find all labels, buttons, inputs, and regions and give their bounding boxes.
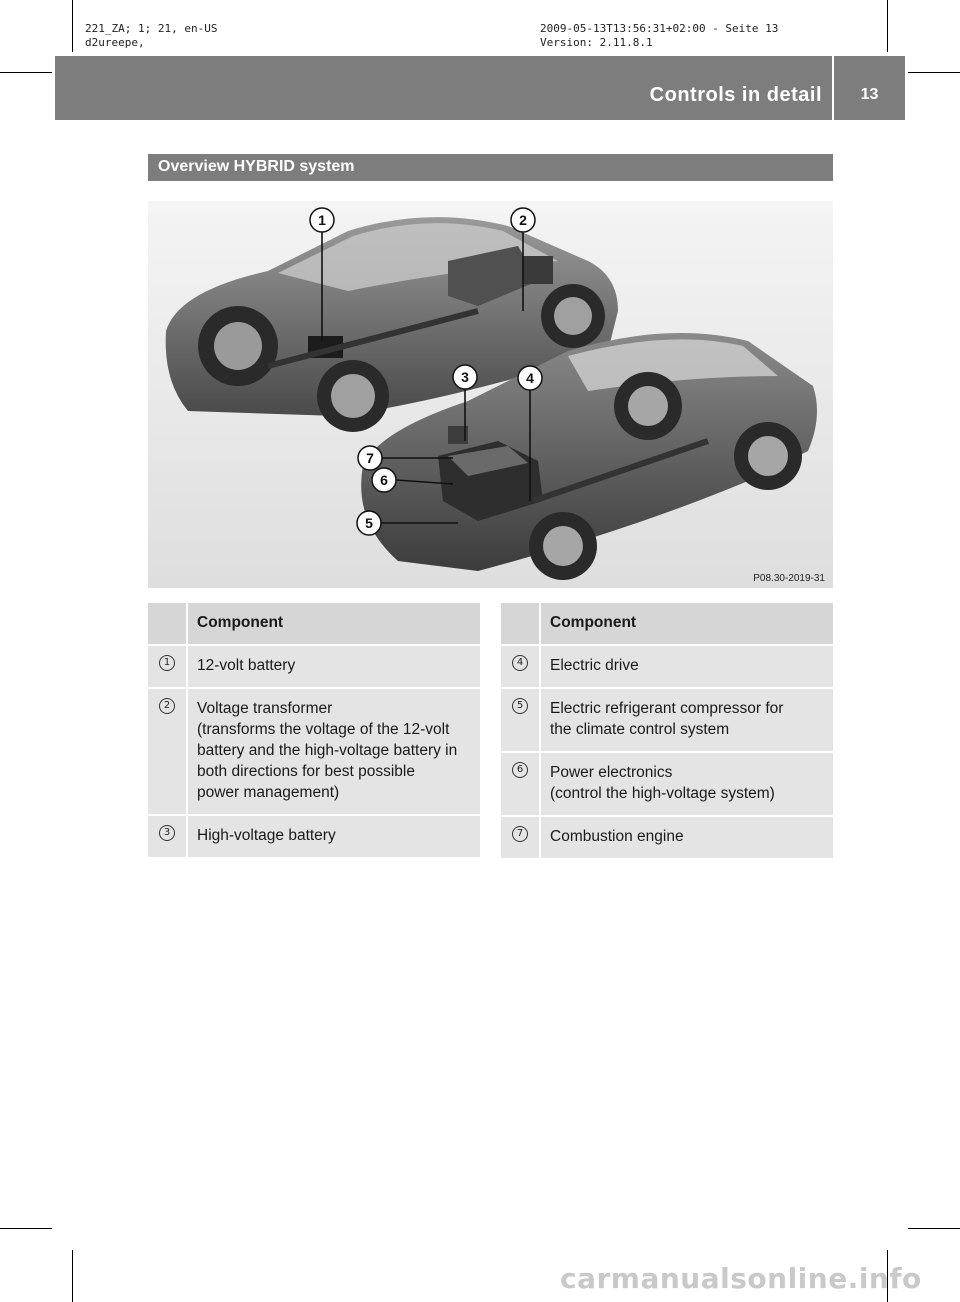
- page-header-title: Controls in detail: [649, 84, 822, 106]
- table-header-row: Component: [148, 603, 480, 646]
- table-header-num-cell: [501, 603, 541, 644]
- row-number-cell: 5: [501, 689, 541, 751]
- circled-number: 2: [159, 698, 175, 714]
- print-meta-right: 2009-05-13T13:56:31+02:00 - Seite 13 Ver…: [540, 22, 778, 50]
- callout-3: 3: [452, 364, 478, 390]
- callout-5-label: 5: [365, 515, 373, 531]
- table-header-num-cell: [148, 603, 188, 644]
- callout-1-label: 1: [318, 212, 326, 228]
- section-header: Overview HYBRID system: [148, 154, 833, 181]
- callout-3-label: 3: [461, 369, 469, 385]
- callout-4: 4: [517, 365, 543, 391]
- table-row: 2 Voltage transformer (transforms the vo…: [148, 689, 480, 816]
- description-line: Electric drive: [550, 657, 639, 674]
- description-line: High-voltage battery: [197, 827, 336, 844]
- callout-2-label: 2: [519, 212, 527, 228]
- description-line: Combustion engine: [550, 828, 684, 845]
- print-meta-right-line2: Version: 2.11.8.1: [540, 36, 653, 49]
- callout-7: 7: [357, 445, 383, 471]
- row-description: High-voltage battery: [188, 816, 480, 857]
- callout-6: 6: [371, 467, 397, 493]
- watermark: carmanualsonline.info: [560, 1262, 922, 1295]
- page-header-divider: [832, 56, 834, 120]
- hybrid-system-illustration: 1 2 3 4 5 6 7 P08.30-2019-31: [148, 201, 833, 588]
- print-meta-left-line2: d2ureepe,: [85, 36, 145, 49]
- component-table-left: Component 1 12-volt battery 2 Voltage tr…: [148, 603, 480, 859]
- callout-5: 5: [356, 510, 382, 536]
- circled-number: 5: [512, 698, 528, 714]
- row-number-cell: 3: [148, 816, 188, 857]
- table-row: 5 Electric refrigerant compressor for th…: [501, 689, 833, 753]
- table-row: 6 Power electronics (control the high-vo…: [501, 753, 833, 817]
- print-meta-left: 221_ZA; 1; 21, en-US d2ureepe,: [85, 22, 217, 50]
- row-description: Electric refrigerant compressor for the …: [541, 689, 833, 751]
- row-description: 12-volt battery: [188, 646, 480, 687]
- callout-6-label: 6: [380, 472, 388, 488]
- page-number: 13: [860, 86, 879, 103]
- page-header: [55, 56, 905, 120]
- figure-code: P08.30-2019-31: [753, 573, 825, 584]
- callout-4-label: 4: [526, 370, 534, 386]
- component-table-right: Component 4 Electric drive 5 Electric re…: [501, 603, 833, 860]
- row-number-cell: 4: [501, 646, 541, 687]
- crop-mark: [908, 72, 960, 73]
- section-title: Overview HYBRID system: [158, 158, 355, 175]
- description-line: (control the high-voltage system): [550, 785, 775, 802]
- callout-leaders: [321, 232, 531, 524]
- callout-2: 2: [510, 207, 536, 233]
- description-line: battery and the high-voltage battery in: [197, 742, 458, 759]
- callout-7-label: 7: [366, 450, 374, 466]
- crop-mark: [72, 1250, 73, 1302]
- callout-1: 1: [309, 207, 335, 233]
- circled-number: 6: [512, 762, 528, 778]
- crop-mark: [0, 72, 52, 73]
- table-row: 3 High-voltage battery: [148, 816, 480, 859]
- description-line: Electric refrigerant compressor for: [550, 700, 784, 717]
- table-header-row: Component: [501, 603, 833, 646]
- row-description: Combustion engine: [541, 817, 833, 858]
- car-rear-view: [165, 217, 618, 432]
- row-description: Power electronics (control the high-volt…: [541, 753, 833, 815]
- circled-number: 1: [159, 655, 175, 671]
- table-row: 1 12-volt battery: [148, 646, 480, 689]
- row-number-cell: 2: [148, 689, 188, 814]
- description-line: both directions for best possible: [197, 763, 415, 780]
- callouts: 1 2 3 4 5 6 7: [309, 207, 543, 536]
- description-line: Power electronics: [550, 764, 673, 781]
- description-line: power management): [197, 784, 340, 801]
- crop-mark: [908, 1228, 960, 1229]
- crop-mark: [0, 1228, 52, 1229]
- car-front-view: [361, 333, 817, 580]
- circled-number: 4: [512, 655, 528, 671]
- row-number-cell: 1: [148, 646, 188, 687]
- row-number-cell: 7: [501, 817, 541, 858]
- description-line: (transforms the voltage of the 12-volt: [197, 721, 450, 738]
- row-description: Voltage transformer (transforms the volt…: [188, 689, 480, 814]
- crop-mark: [887, 1250, 888, 1302]
- car-diagram-svg: 1 2 3 4 5 6 7 P08.30-2019-31: [148, 201, 833, 588]
- crop-mark: [887, 0, 888, 52]
- circled-number: 7: [512, 826, 528, 842]
- table-header-label: Component: [550, 614, 637, 631]
- print-meta-right-line1: 2009-05-13T13:56:31+02:00 - Seite 13: [540, 22, 779, 35]
- circled-number: 3: [159, 825, 175, 841]
- description-line: the climate control system: [550, 721, 730, 738]
- row-description: Electric drive: [541, 646, 833, 687]
- crop-mark: [72, 0, 73, 52]
- row-number-cell: 6: [501, 753, 541, 815]
- description-line: 12-volt battery: [197, 657, 296, 674]
- print-meta-left-line1: 221_ZA; 1; 21, en-US: [85, 22, 218, 35]
- table-row: 7 Combustion engine: [501, 817, 833, 860]
- table-header-label: Component: [197, 614, 284, 631]
- description-line: Voltage transformer: [197, 700, 333, 717]
- table-row: 4 Electric drive: [501, 646, 833, 689]
